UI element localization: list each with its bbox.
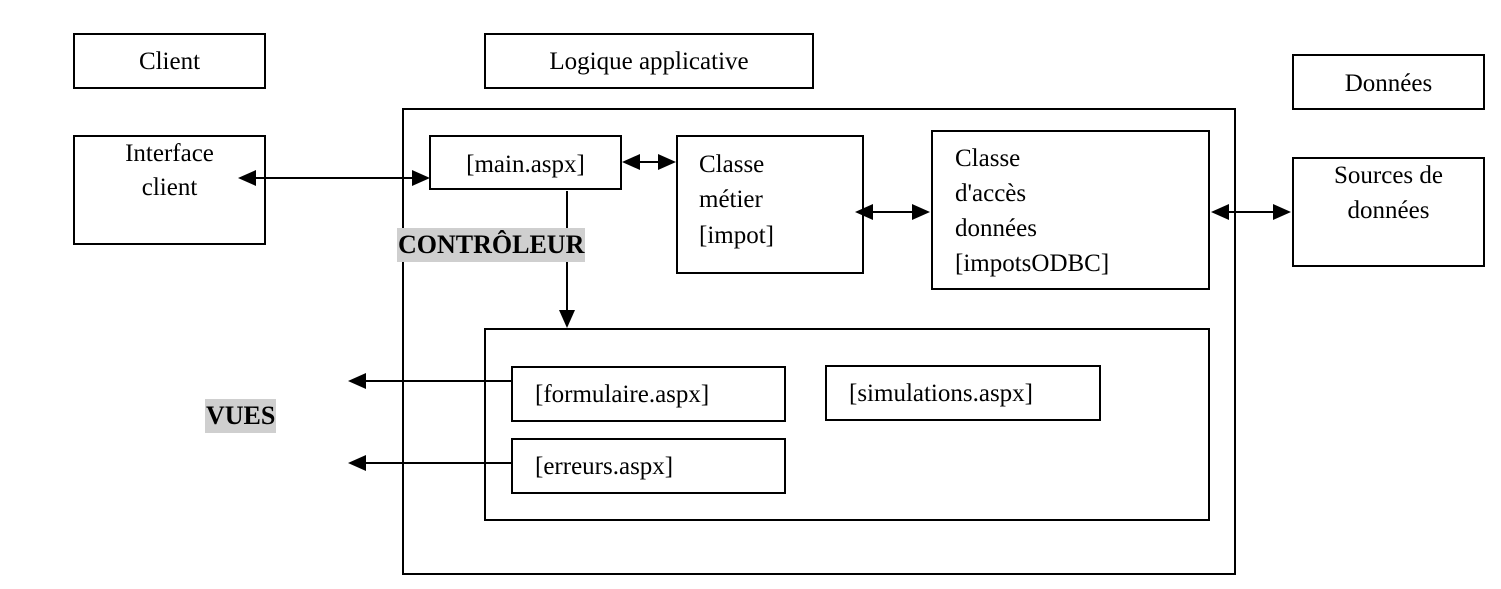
main-aspx-box [429,135,622,190]
data-access-class-line-3: données [955,215,1037,242]
business-class-line-1: Classe [699,151,765,178]
arrowhead-views-top [559,310,575,328]
arrowhead-business-left [658,154,676,170]
arrowhead-access-left [912,204,930,220]
erreurs-aspx-label: [erreurs.aspx] [535,453,674,480]
simulations-aspx-label: [simulations.aspx] [849,380,1034,407]
controller-label: CONTRÔLEUR [397,228,586,262]
data-access-class-line-4: [impotsODBC] [955,250,1110,277]
arrowhead-sources-left [1273,204,1291,220]
data-access-class-line-1: Classe [955,145,1021,172]
erreurs-aspx-box [511,438,786,494]
arrowhead-access-right [1211,204,1229,220]
arrowhead-erreurs-out [348,455,366,471]
main-aspx-label: [main.aspx] [466,151,585,178]
simulations-aspx-box [825,365,1101,421]
business-class-box [676,135,864,274]
data-access-class-box [931,130,1210,290]
app-logic-container [402,108,1236,575]
arrowhead-business-right [855,204,873,220]
client-interface-line-1: Interface [125,140,214,167]
data-access-class-line-2: d'accès [955,180,1027,207]
formulaire-aspx-box [511,366,786,422]
client-interface-box [73,135,266,245]
arrowhead-client [238,170,256,186]
business-class-line-2: métier [699,186,763,213]
arrowhead-main-left [412,170,430,186]
tier-app-logic-label: Logique applicative [549,48,749,75]
data-sources-line-2: données [1347,197,1430,224]
client-interface-line-2: client [141,174,198,201]
formulaire-aspx-label: [formulaire.aspx] [535,381,710,408]
views-label: VUES [205,399,277,433]
tier-app-logic-box [484,33,814,89]
arrowhead-formulaire-out [348,373,366,389]
tier-data-box [1292,54,1485,110]
arrowhead-main-right [622,154,640,170]
tier-data-label: Données [1344,70,1433,97]
views-container [484,328,1210,521]
data-sources-line-1: Sources de [1334,162,1443,189]
tier-client-box [73,33,266,89]
business-class-line-3: [impot] [699,222,774,249]
data-sources-box [1292,157,1485,267]
tier-client-label: Client [138,48,201,75]
